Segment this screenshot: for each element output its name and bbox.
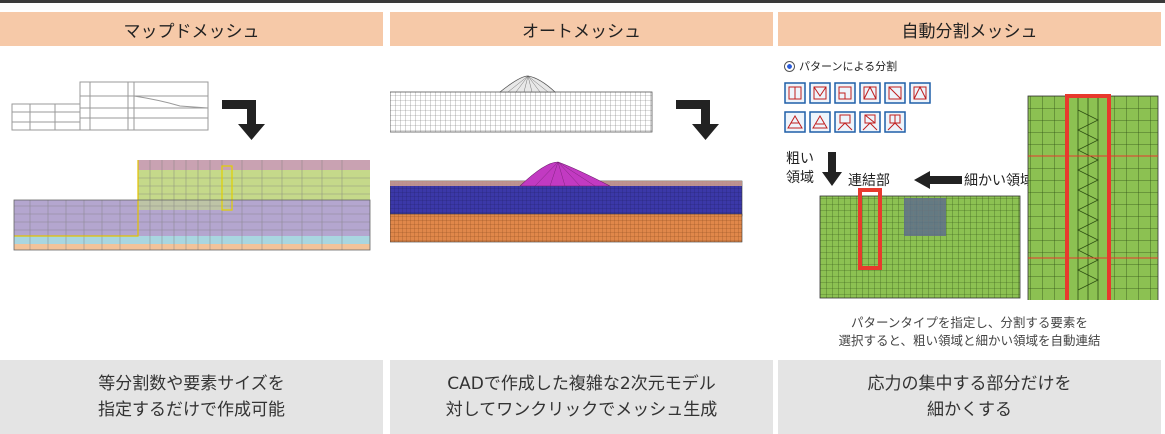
coarse-region-label: 粗い 領域 <box>786 150 814 188</box>
pattern-panel: パターンによる分割 <box>784 58 974 148</box>
description-line: 対してワンクリックでメッシュ生成 <box>445 400 718 420</box>
description-line: 応力の集中する部分だけを <box>867 374 1072 394</box>
junction-label: 連結部 <box>848 173 890 189</box>
column-header: オートメッシュ <box>390 12 773 46</box>
annotation-text: 粗い <box>786 151 814 167</box>
pattern-button-7[interactable] <box>784 111 806 133</box>
column-auto-mesh: オートメッシュ <box>390 0 773 434</box>
caption-line: パターンタイプを指定し、分割する要素を <box>851 315 1088 330</box>
pattern-button-8[interactable] <box>809 111 831 133</box>
caption-line: 選択すると、粗い領域と細かい領域を自動連結 <box>838 333 1101 348</box>
down-arrow-icon <box>222 100 265 140</box>
description-line: 細かくする <box>927 400 1012 420</box>
auto-mesh-figure <box>390 75 743 243</box>
subdivision-figure <box>819 94 1159 300</box>
radio-selected-icon <box>784 60 795 72</box>
fine-region-label: 細かい領域 <box>964 173 1034 189</box>
column-mapped-mesh: マップドメッシュ <box>0 0 383 434</box>
column-subdivision-mesh: 自動分割メッシュ パターンによる分割 <box>778 0 1161 434</box>
pattern-buttons <box>784 82 931 133</box>
top-rule <box>0 0 1165 3</box>
annotation-text: 領域 <box>786 170 814 186</box>
left-arrow-icon <box>914 171 962 189</box>
down-arrow-icon <box>676 100 719 140</box>
pattern-radio[interactable]: パターンによる分割 <box>784 58 974 74</box>
column-description: 応力の集中する部分だけを 細かくする <box>778 360 1161 434</box>
zoomed-mesh-model <box>1027 94 1159 300</box>
coarse-mesh-model <box>819 188 1021 299</box>
column-header: マップドメッシュ <box>0 12 383 46</box>
mapped-mesh-figure <box>11 81 371 251</box>
description-line: 等分割数や要素サイズを <box>98 374 285 394</box>
auto-mesh-model <box>390 161 743 243</box>
description-line: 指定するだけで作成可能 <box>98 400 285 420</box>
auto-mesh-outline <box>390 75 653 133</box>
column-header: 自動分割メッシュ <box>778 12 1161 46</box>
radio-label: パターンによる分割 <box>799 60 898 73</box>
subdivision-caption: パターンタイプを指定し、分割する要素を 選択すると、粗い領域と細かい領域を自動連… <box>778 314 1161 350</box>
column-description: 等分割数や要素サイズを 指定するだけで作成可能 <box>0 360 383 434</box>
mapped-mesh-model <box>13 160 371 251</box>
down-arrow-icon <box>822 152 842 186</box>
description-line: CADで作成した複雑な2次元モデル <box>447 374 716 394</box>
column-description: CADで作成した複雑な2次元モデル 対してワンクリックでメッシュ生成 <box>390 360 773 434</box>
mapped-mesh-outline <box>11 81 209 131</box>
